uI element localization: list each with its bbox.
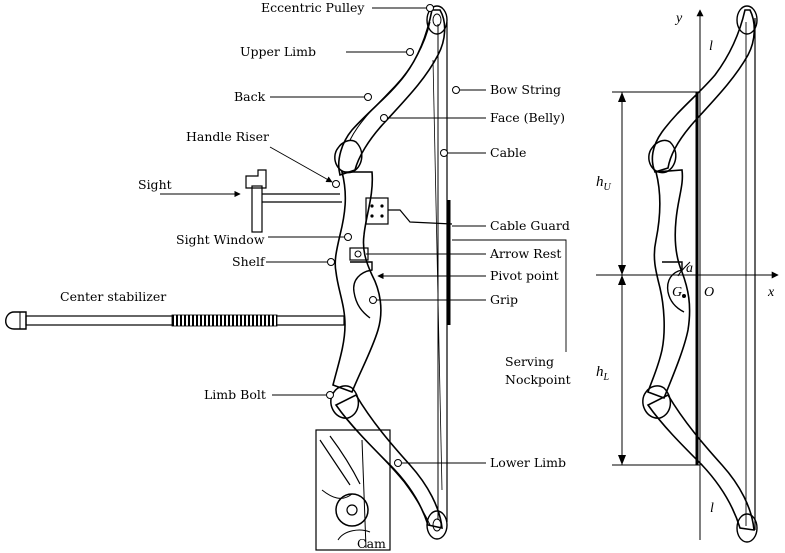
callout-marker [440, 149, 448, 157]
origin-label: O [704, 285, 714, 300]
callout-marker [364, 93, 372, 101]
arrow-rest-pin-icon [354, 250, 362, 258]
sight-housing [245, 169, 267, 189]
callout-marker [369, 296, 377, 304]
right-riser [646, 169, 691, 400]
callout-marker [406, 48, 414, 56]
label-face-belly: Face (Belly) [490, 110, 565, 125]
arrow-hl-top [618, 275, 626, 285]
grip-shape [350, 261, 373, 319]
right-bow [596, 5, 779, 543]
cam-wheel-icon [335, 493, 369, 527]
mount-screw-icon [380, 204, 384, 208]
handle-riser-shape [332, 171, 382, 394]
cable-guard-rod [388, 209, 453, 225]
label-eccentric-pulley: Eccentric Pulley [261, 0, 365, 15]
label-shelf: Shelf [232, 254, 266, 269]
lower-limb-shape [334, 393, 443, 530]
limb-length-label-top: l [709, 39, 713, 54]
right-lower-pocket [642, 385, 672, 419]
arrow-hu-top [618, 92, 626, 102]
callout-marker [332, 180, 340, 188]
point-g-label: G [672, 285, 682, 300]
right-lower-limb [646, 393, 755, 531]
right-grip [662, 261, 685, 313]
leader-lines [160, 7, 567, 464]
right-upper-pulley-icon [736, 5, 758, 35]
label-lower-limb: Lower Limb [490, 455, 566, 470]
label-bow-string: Bow String [490, 82, 561, 97]
cam-inset-string [361, 439, 367, 549]
cam-inset-cable [321, 489, 371, 541]
right-bow-labels: Bow String Face (Belly) Cable Cable Guar… [489, 82, 571, 470]
callout-marker [426, 4, 434, 12]
mount-screw-icon [370, 214, 374, 218]
upper-limb-shape [337, 9, 446, 177]
upper-pulley-hub-icon [432, 13, 442, 27]
h-lower-label: hL [596, 364, 610, 383]
upper-pulley-icon [426, 5, 448, 35]
lower-pulley-icon [426, 510, 448, 540]
cable-guard-mount [365, 197, 389, 225]
cam-inset-frame [315, 429, 391, 551]
callout-marker [344, 233, 352, 241]
label-handle-riser: Handle Riser [186, 129, 269, 144]
axis-label-y: y [674, 11, 683, 26]
mount-screw-icon [380, 214, 384, 218]
lower-limb-inner [347, 419, 431, 526]
cable-line-2 [432, 59, 443, 491]
left-bow [5, 5, 453, 551]
label-sight-window: Sight Window [176, 232, 265, 247]
point-g-marker [682, 294, 686, 298]
sight-pin-block [251, 185, 263, 233]
h-upper-label: hU [596, 174, 612, 193]
label-serving: Serving [505, 354, 554, 369]
label-grip: Grip [490, 292, 518, 307]
label-pivot-point: Pivot point [490, 268, 559, 283]
cam-inset-limb [319, 435, 361, 486]
label-limb-bolt: Limb Bolt [204, 387, 266, 402]
coordinate-labels: y x O a G l l hU hL [596, 11, 775, 516]
stabilizer-weight [5, 311, 27, 330]
label-cable-guard: Cable Guard [490, 218, 570, 233]
leader-line [269, 146, 333, 183]
mount-screw-icon [370, 204, 374, 208]
right-upper-pocket [648, 139, 677, 174]
callout-marker [380, 114, 388, 122]
callout-markers [326, 4, 460, 467]
stabilizer-dampener [171, 314, 278, 327]
point-a-label: a [686, 261, 693, 276]
arrow-hl-bottom [618, 455, 626, 465]
point-a-pointer [677, 261, 691, 277]
label-cable: Cable [490, 145, 526, 160]
callout-marker [394, 459, 402, 467]
callout-marker [326, 391, 334, 399]
label-upper-limb: Upper Limb [240, 44, 316, 59]
label-arrow-rest: Arrow Rest [489, 246, 561, 261]
leader-line [452, 239, 567, 352]
callout-marker [452, 86, 460, 94]
left-bow-labels: Eccentric Pulley Upper Limb Back Handle … [60, 0, 386, 551]
limb-length-label-bottom: l [710, 501, 714, 516]
label-center-stabilizer: Center stabilizer [60, 289, 166, 304]
label-cam: Cam [357, 536, 386, 551]
callout-marker [327, 258, 335, 266]
lower-pulley-hub-icon [432, 518, 442, 532]
lower-limb-pocket [330, 385, 360, 419]
arrow-hu-bottom [618, 265, 626, 275]
upper-limb-pocket [334, 139, 363, 174]
axis-label-x: x [767, 285, 775, 300]
label-sight: Sight [138, 177, 172, 192]
cam-hub-icon [346, 504, 358, 516]
label-nockpoint: Nockpoint [505, 372, 571, 387]
label-back: Back [234, 89, 266, 104]
right-upper-limb [651, 9, 756, 173]
right-lower-pulley-icon [736, 513, 758, 543]
upper-limb-inner [349, 21, 431, 141]
